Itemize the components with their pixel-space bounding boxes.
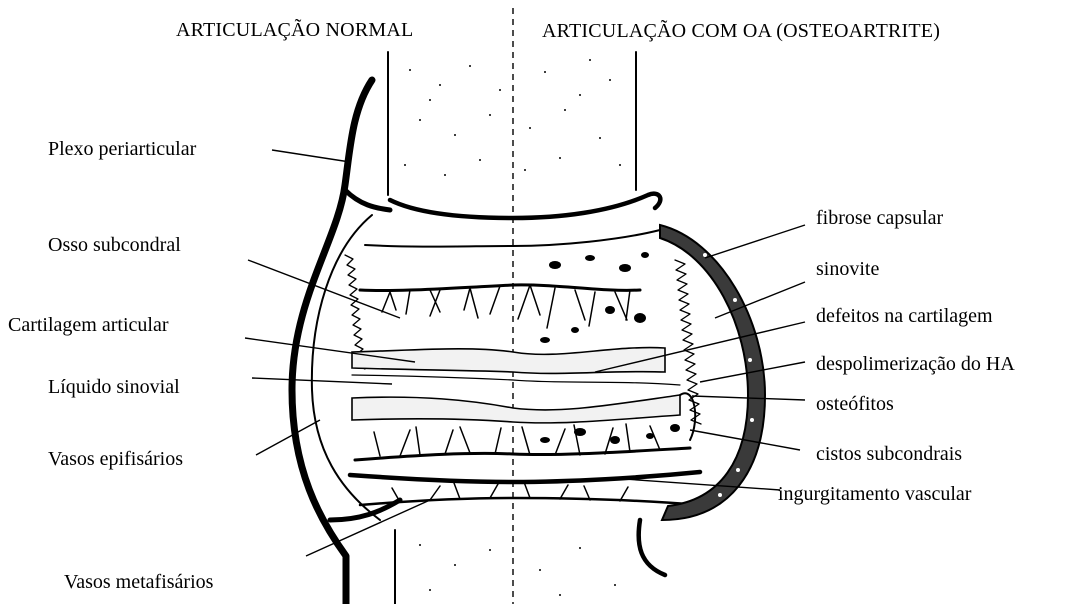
leader-periarticular-plexus	[272, 150, 350, 162]
upper-articular-cartilage	[352, 348, 665, 374]
lower-articular-cartilage	[352, 395, 680, 423]
label-osteophytes: osteófitos	[816, 393, 894, 415]
label-cartilage-defects: defeitos na cartilagem	[816, 305, 993, 327]
synovial-fluid-space	[352, 375, 680, 385]
label-periarticular-plexus: Plexo periarticular	[48, 138, 197, 160]
upper-epiphysis-outline	[390, 194, 660, 218]
header-normal-joint: ARTICULAÇÃO NORMAL	[176, 17, 413, 41]
osteophyte	[680, 393, 695, 440]
label-articular-cartilage: Cartilagem articular	[8, 314, 169, 336]
lower-bone	[395, 520, 665, 604]
label-subchondral-cysts: cistos subcondrais	[816, 443, 962, 465]
lower-epiphyseal-vessels	[355, 448, 690, 460]
leader-capsular-fibrosis	[705, 225, 805, 258]
leader-synovial-fluid	[252, 378, 392, 384]
leader-epiphyseal-vessels	[256, 420, 320, 455]
label-synovitis: sinovite	[816, 258, 879, 280]
label-metaphyseal-vessels: Vasos metafisários	[64, 571, 214, 593]
label-epiphyseal-vessels: Vasos epifisários	[48, 448, 183, 470]
upper-vessel-branches	[382, 285, 630, 328]
leader-vascular-engorgement	[610, 478, 780, 490]
label-capsular-fibrosis: fibrose capsular	[816, 207, 944, 229]
periarticular-branch-upper	[345, 190, 390, 210]
header-oa-joint: ARTICULAÇÃO COM OA (OSTEOARTRITE)	[542, 18, 940, 42]
upper-bone	[388, 52, 636, 195]
label-ha-depolymerization: despolimerização do HA	[816, 353, 1015, 375]
label-synovial-fluid: Líquido sinovial	[48, 376, 180, 398]
label-vascular-engorgement: ingurgitamento vascular	[778, 483, 972, 505]
leader-cartilage-defects	[595, 322, 805, 372]
metaphyseal-vessels	[360, 498, 700, 505]
label-subchondral-bone: Osso subcondral	[48, 234, 181, 256]
